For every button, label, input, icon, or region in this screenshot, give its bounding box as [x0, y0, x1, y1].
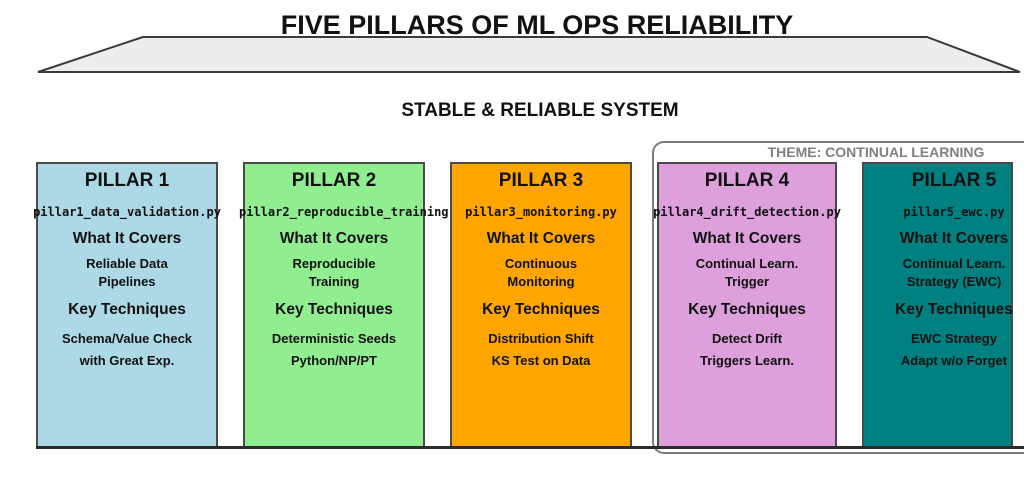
pillar-5-title: PILLAR 5	[911, 170, 997, 191]
pillar-5-filename: pillar5_ewc.py	[903, 205, 1005, 219]
ground-line	[36, 446, 1024, 449]
pillar-4-techniques-heading: Key Techniques	[688, 301, 806, 318]
pillar-4-covers-heading: What It Covers	[692, 230, 802, 247]
pillar-1-filename: pillar1_data_validation.py	[33, 205, 221, 219]
pillar-2-covers-line-1: Reproducible	[292, 256, 376, 271]
theme-continual-learning-box: THEME: CONTINUAL LEARNING	[652, 141, 1024, 454]
pillar-3-title: PILLAR 3	[498, 170, 584, 191]
pillar-5-covers-heading: What It Covers	[899, 230, 1009, 247]
pillar-2: PILLAR 2 pillar2_reproducible_training.p…	[239, 162, 470, 448]
pillar-3-filename: pillar3_monitoring.py	[465, 205, 617, 219]
pillar-2-technique-line-1: Deterministic Seeds	[271, 331, 397, 346]
pillar-1-covers-line-1: Reliable Data	[86, 256, 168, 271]
pillar-4: PILLAR 4 pillar4_drift_detection.py What…	[653, 162, 841, 448]
pillar-3-technique-line-1: Distribution Shift	[488, 331, 594, 346]
pillar-1: PILLAR 1 pillar1_data_validation.py What…	[33, 162, 221, 448]
subtitle-stable-reliable-system: STABLE & RELIABLE SYSTEM	[401, 100, 679, 121]
pillar-2-filename: pillar2_reproducible_training.py	[239, 205, 471, 219]
pillar-4-filename: pillar4_drift_detection.py	[653, 205, 841, 219]
pillar-4-covers-line-1: Continual Learn.	[695, 256, 799, 271]
pillar-2-covers-line-2: Training	[308, 274, 360, 289]
pillar-5-technique-line-1: EWC Strategy	[911, 331, 997, 346]
pillar-3-covers-line-1: Continuous	[504, 256, 578, 271]
pillar-5-covers-line-1: Continual Learn.	[902, 256, 1006, 271]
pillar-1-covers-heading: What It Covers	[72, 230, 182, 247]
pillar-4-technique-line-1: Detect Drift	[711, 331, 783, 346]
pillar-2-technique-line-2: Python/NP/PT	[291, 353, 377, 368]
pillar-2-covers-heading: What It Covers	[279, 230, 389, 247]
pillar-2-techniques-heading: Key Techniques	[275, 301, 393, 318]
page-title: FIVE PILLARS OF ML OPS RELIABILITY	[280, 10, 794, 40]
pillar-5-techniques-heading: Key Techniques	[895, 301, 1013, 318]
pillar-3-technique-line-2: KS Test on Data	[491, 353, 591, 368]
pillar-2-title: PILLAR 2	[291, 170, 377, 191]
roof-shape	[37, 36, 1021, 73]
pillar-1-covers-line-2: Pipelines	[98, 274, 156, 289]
pillar-5-covers-line-2: Strategy (EWC)	[906, 274, 1002, 289]
pillar-3: PILLAR 3 pillar3_monitoring.py What It C…	[450, 162, 632, 448]
pillar-4-covers-line-2: Trigger	[724, 274, 770, 289]
pillar-5: PILLAR 5 pillar5_ewc.py What It Covers C…	[862, 162, 1013, 448]
pillar-3-techniques-heading: Key Techniques	[482, 301, 600, 318]
pillar-1-technique-line-2: with Great Exp.	[79, 353, 175, 368]
pillar-4-technique-line-2: Triggers Learn.	[700, 353, 794, 368]
pillar-1-techniques-heading: Key Techniques	[68, 301, 186, 318]
pillar-1-title: PILLAR 1	[84, 170, 170, 191]
roof-trapezoid	[37, 36, 1021, 73]
pillar-4-title: PILLAR 4	[704, 170, 790, 191]
pillar-1-technique-line-1: Schema/Value Check	[61, 331, 193, 346]
pillar-3-covers-heading: What It Covers	[486, 230, 596, 247]
pillar-5-technique-line-2: Adapt w/o Forget	[900, 353, 1008, 368]
pillar-3-covers-line-2: Monitoring	[507, 274, 575, 289]
theme-label: THEME: CONTINUAL LEARNING	[767, 144, 985, 160]
